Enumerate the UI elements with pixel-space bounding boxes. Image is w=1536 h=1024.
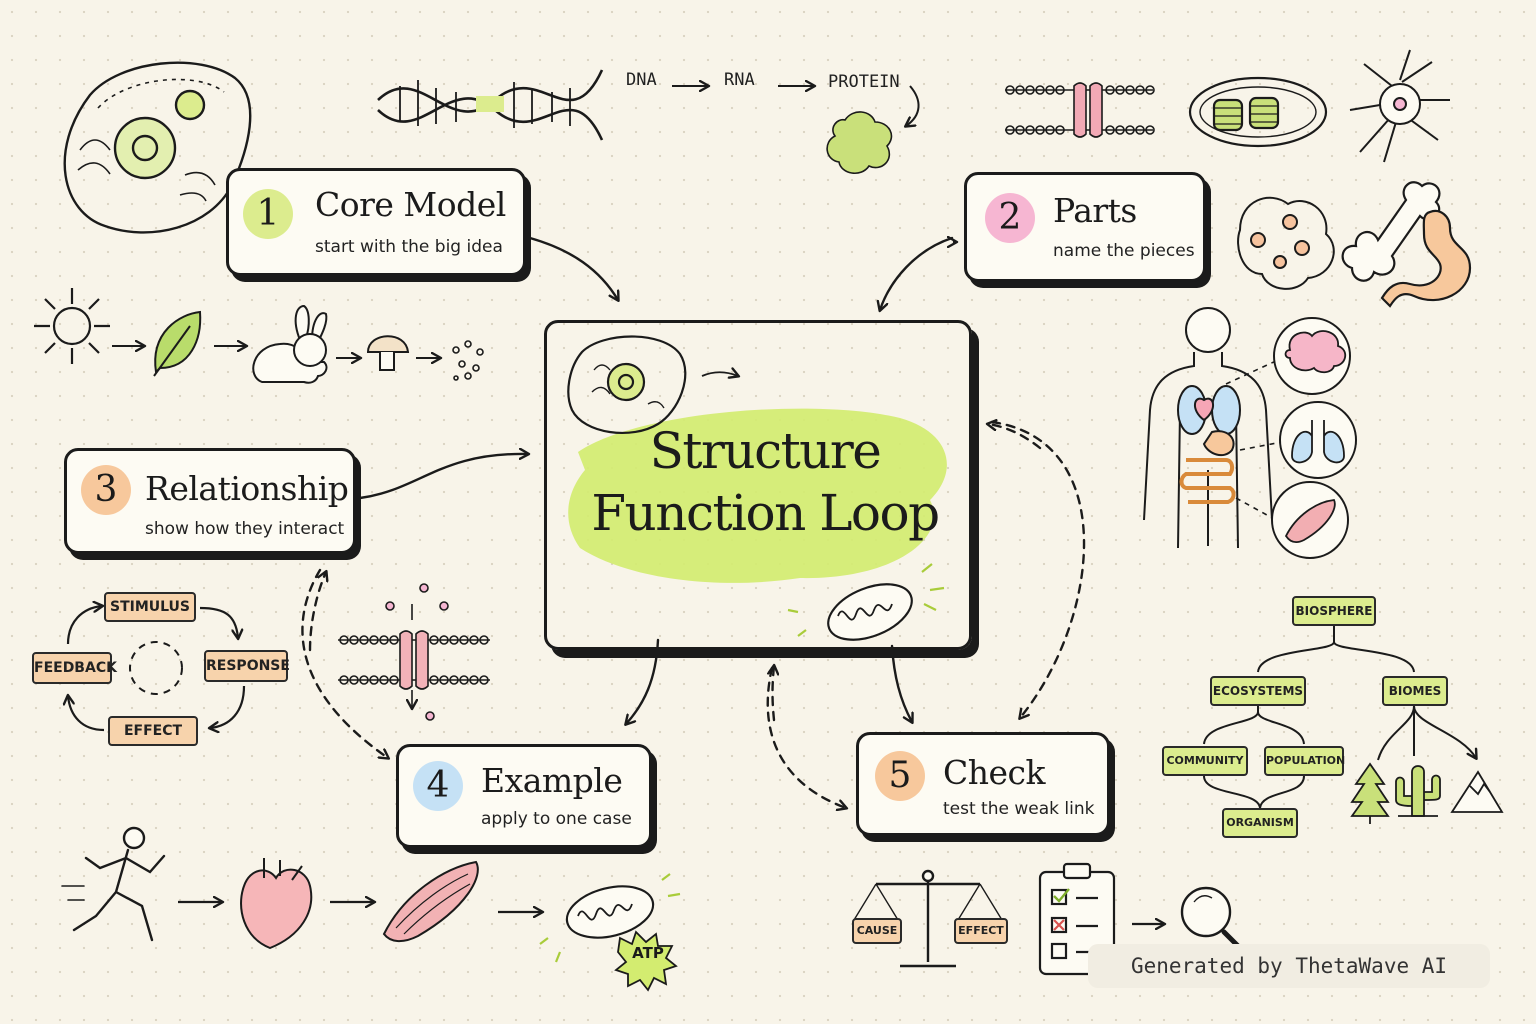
center-cell-icon bbox=[567, 335, 687, 435]
card-title: Parts bbox=[1053, 191, 1137, 230]
card-subtitle: start with the big idea bbox=[315, 237, 503, 257]
stomach-icon bbox=[1380, 209, 1472, 308]
protein-blob-icon bbox=[826, 111, 893, 174]
muscle-fiber-icon bbox=[382, 860, 479, 942]
cell-membrane-icon bbox=[1005, 82, 1155, 138]
tag-community: COMMUNITY bbox=[1162, 746, 1248, 776]
tag-ecosystems: ECOSYSTEMS bbox=[1210, 676, 1306, 706]
card-subtitle: show how they interact bbox=[145, 519, 345, 539]
mushroom-icon bbox=[366, 335, 410, 371]
center-title-line1: Structure bbox=[649, 422, 882, 480]
step-badge-2: 2 bbox=[985, 193, 1035, 243]
label-dna: DNA bbox=[626, 70, 657, 90]
cactus-icon bbox=[1395, 765, 1441, 817]
card-check[interactable]: 5 Check test the weak link bbox=[856, 732, 1110, 836]
card-example[interactable]: 4 Example apply to one case bbox=[396, 744, 652, 848]
tag-stimulus: STIMULUS bbox=[104, 592, 196, 622]
lungs-icon bbox=[1291, 420, 1345, 464]
membrane-channel-icon bbox=[338, 583, 490, 721]
card-subtitle: test the weak link bbox=[943, 799, 1095, 819]
generated-by-watermark: Generated by ThetaWave AI bbox=[1088, 944, 1490, 988]
muscle-icon bbox=[1284, 499, 1336, 543]
card-title: Relationship bbox=[145, 469, 349, 508]
tag-biomes: BIOMES bbox=[1382, 676, 1448, 706]
tag-organism: ORGANISM bbox=[1222, 808, 1298, 838]
neuron-icon bbox=[1349, 49, 1450, 163]
atp-label: ATP bbox=[632, 944, 664, 962]
nutrients-dots-icon bbox=[452, 340, 484, 381]
brain-icon bbox=[1284, 330, 1347, 374]
chloroplast-icon bbox=[1188, 76, 1328, 148]
balance-scale-icon bbox=[853, 869, 1003, 968]
tag-feedback: FEEDBACK bbox=[32, 652, 117, 684]
dna-helix-icon bbox=[377, 69, 604, 141]
step-badge-1: 1 bbox=[243, 189, 293, 239]
mitochondrion-icon bbox=[787, 563, 945, 641]
step-badge-5: 5 bbox=[875, 751, 925, 801]
tag-effect: EFFECT bbox=[108, 716, 198, 746]
sun-icon bbox=[34, 288, 110, 364]
step-badge-3: 3 bbox=[81, 465, 131, 515]
tag-biosphere: BIOSPHERE bbox=[1292, 596, 1376, 626]
label-protein: PROTEIN bbox=[828, 72, 900, 92]
mountain-icon bbox=[1450, 770, 1504, 813]
tree-icon bbox=[1350, 762, 1390, 824]
label-rna: RNA bbox=[724, 70, 755, 90]
card-subtitle: apply to one case bbox=[481, 809, 632, 829]
step-badge-4: 4 bbox=[413, 761, 463, 811]
rabbit-icon bbox=[252, 304, 328, 384]
tag-cause: CAUSE bbox=[852, 918, 902, 944]
runner-icon bbox=[61, 826, 166, 942]
tag-scale-effect: EFFECT bbox=[954, 918, 1008, 944]
heart-icon bbox=[240, 858, 313, 950]
card-title: Example bbox=[481, 761, 623, 800]
tag-population: POPULATION bbox=[1264, 746, 1345, 776]
card-parts[interactable]: 2 Parts name the pieces bbox=[964, 172, 1206, 282]
cells-icon bbox=[1237, 196, 1335, 290]
card-relationship[interactable]: 3 Relationship show how they interact bbox=[64, 448, 356, 554]
mitochondria-atp-icon bbox=[539, 873, 681, 992]
tag-response: RESPONSE bbox=[204, 650, 290, 682]
card-title: Core Model bbox=[315, 185, 506, 224]
card-title: Check bbox=[943, 753, 1046, 792]
bone-icon bbox=[1341, 181, 1441, 282]
card-core-model[interactable]: 1 Core Model start with the big idea bbox=[226, 168, 526, 276]
leaf-icon bbox=[153, 310, 202, 377]
card-subtitle: name the pieces bbox=[1053, 241, 1195, 261]
center-title: Structure Function Loop bbox=[555, 420, 975, 544]
highlight-swash bbox=[568, 408, 947, 583]
center-card bbox=[544, 320, 972, 650]
center-title-line2: Function Loop bbox=[591, 484, 940, 542]
animal-cell-icon bbox=[63, 61, 252, 234]
